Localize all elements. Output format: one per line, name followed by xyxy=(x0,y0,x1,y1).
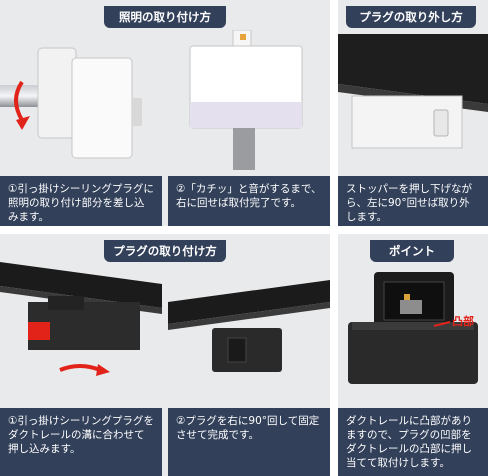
bottom-right-title: ポイント xyxy=(370,240,454,262)
plug-rotate-illustration xyxy=(178,30,318,170)
bottom-left-step1-caption: ①引っ掛けシーリングプラグをダクトレールの溝に合わせて押し込みます。 xyxy=(0,408,162,476)
track-plug-insert-illustration xyxy=(0,262,162,402)
top-right-title: プラグの取り外し方 xyxy=(346,6,476,28)
bottom-left-step2-caption: ②プラグを右に90°回して固定させて完成です。 xyxy=(168,408,330,476)
callout-convex-label: 凸部 xyxy=(452,315,474,328)
top-right-caption: ストッパーを押し下げながら、左に90°回せば取り外します。 xyxy=(338,176,488,226)
plug-remove-illustration xyxy=(338,34,488,166)
bottom-right-caption: ダクトレールに凸部がありますので、プラグの凹部をダクトレールの凸部に押し当てて取… xyxy=(338,408,488,476)
bottom-left-title: プラグの取り付け方 xyxy=(104,240,226,262)
top-left-step2-caption: ②「カチッ」と音がするまで、右に回せば取付完了です。 xyxy=(168,176,330,226)
track-rail-point-illustration xyxy=(338,264,488,404)
ceiling-plug-insert-illustration xyxy=(0,30,165,170)
top-left-title: 照明の取り付け方 xyxy=(104,6,226,28)
track-plug-rotate-illustration xyxy=(168,262,330,402)
top-left-step1-caption: ①引っ掛けシーリングプラグに照明の取り付け部分を差し込みます。 xyxy=(0,176,162,226)
